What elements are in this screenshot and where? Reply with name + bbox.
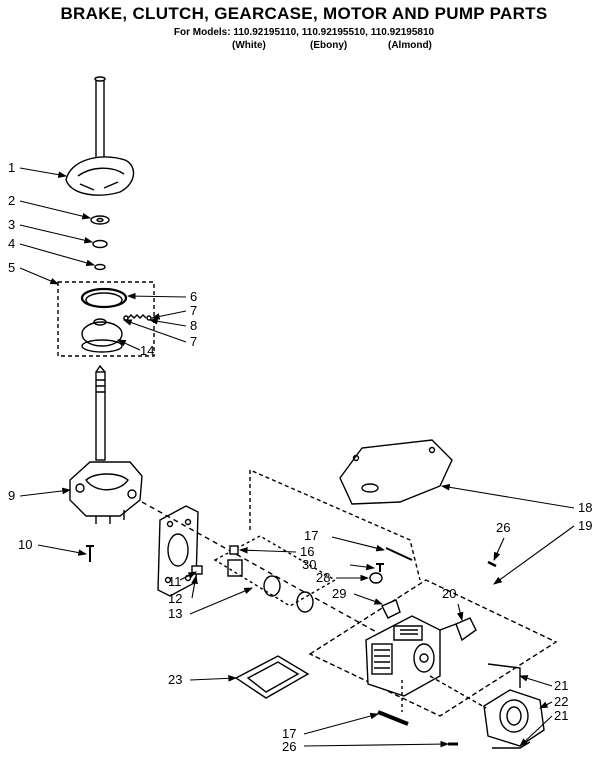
callout-21b: 21: [554, 708, 568, 723]
callout-3: 3: [8, 217, 15, 232]
coupling-c: [296, 591, 314, 613]
callout-4: 4: [8, 236, 15, 251]
callout-7a: 7: [190, 303, 197, 318]
page-title: BRAKE, CLUTCH, GEARCASE, MOTOR AND PUMP …: [60, 4, 548, 23]
screw-10: [86, 545, 94, 562]
callout-19: 19: [578, 518, 592, 533]
callout-10: 10: [18, 537, 32, 552]
callout-labels: 1 2 3 4 5 6 7 8 7 14 9 10 11 12 13 16 17…: [8, 160, 592, 754]
spring-8: [127, 314, 147, 319]
shield-18: [339, 439, 453, 505]
brake-disc: [81, 321, 123, 347]
grommet-28: [369, 572, 383, 584]
callout-14: 14: [140, 343, 154, 358]
brake-hub: [65, 156, 135, 196]
callout-23: 23: [168, 672, 182, 687]
callout-22: 22: [554, 694, 568, 709]
callout-6: 6: [190, 289, 197, 304]
callout-17a: 17: [304, 528, 318, 543]
variant-white: (White): [232, 40, 266, 51]
nut-11: [191, 565, 203, 575]
coupling-b: [263, 575, 281, 597]
brake-assembly: [57, 76, 155, 562]
washer-2: [90, 215, 110, 225]
variant-ebony: (Ebony): [310, 40, 348, 51]
callout-9: 9: [8, 488, 15, 503]
callout-1: 1: [8, 160, 15, 175]
callout-30: 30: [302, 557, 316, 572]
callout-21a: 21: [554, 678, 568, 693]
screw-30: [376, 563, 384, 572]
washer-3: [92, 239, 108, 249]
gasket-23: [234, 655, 310, 699]
variant-almond: (Almond): [388, 40, 432, 51]
callout-12: 12: [168, 591, 182, 606]
strap-17a: [385, 547, 413, 561]
lower-shaft: [95, 371, 106, 461]
callout-11: 11: [168, 574, 182, 589]
callout-29: 29: [332, 586, 346, 601]
callout-17b: 17: [282, 726, 296, 741]
callout-28: 28: [316, 570, 330, 585]
clamp-29: [381, 599, 401, 619]
gearcase: [69, 461, 143, 517]
leader-lines: [19, 167, 575, 748]
callout-2: 2: [8, 193, 15, 208]
pin-16: [229, 545, 239, 555]
callout-7b: 7: [190, 334, 197, 349]
callout-18: 18: [578, 500, 592, 515]
switch-20: [455, 617, 477, 642]
callout-5: 5: [8, 260, 15, 275]
callout-8: 8: [190, 318, 197, 333]
motor-assembly: [234, 439, 558, 749]
models-line: For Models: 110.92195110, 110.92195510, …: [173, 27, 435, 38]
coupling-a: [227, 559, 243, 577]
ring-4: [94, 263, 106, 271]
callout-20: 20: [442, 586, 456, 601]
screw-26a: [487, 560, 497, 568]
callout-13: 13: [168, 606, 182, 621]
callout-16: 16: [300, 544, 314, 559]
callout-26a: 26: [496, 520, 510, 535]
callout-26b: 26: [282, 739, 296, 754]
strap-17b: [377, 710, 409, 726]
